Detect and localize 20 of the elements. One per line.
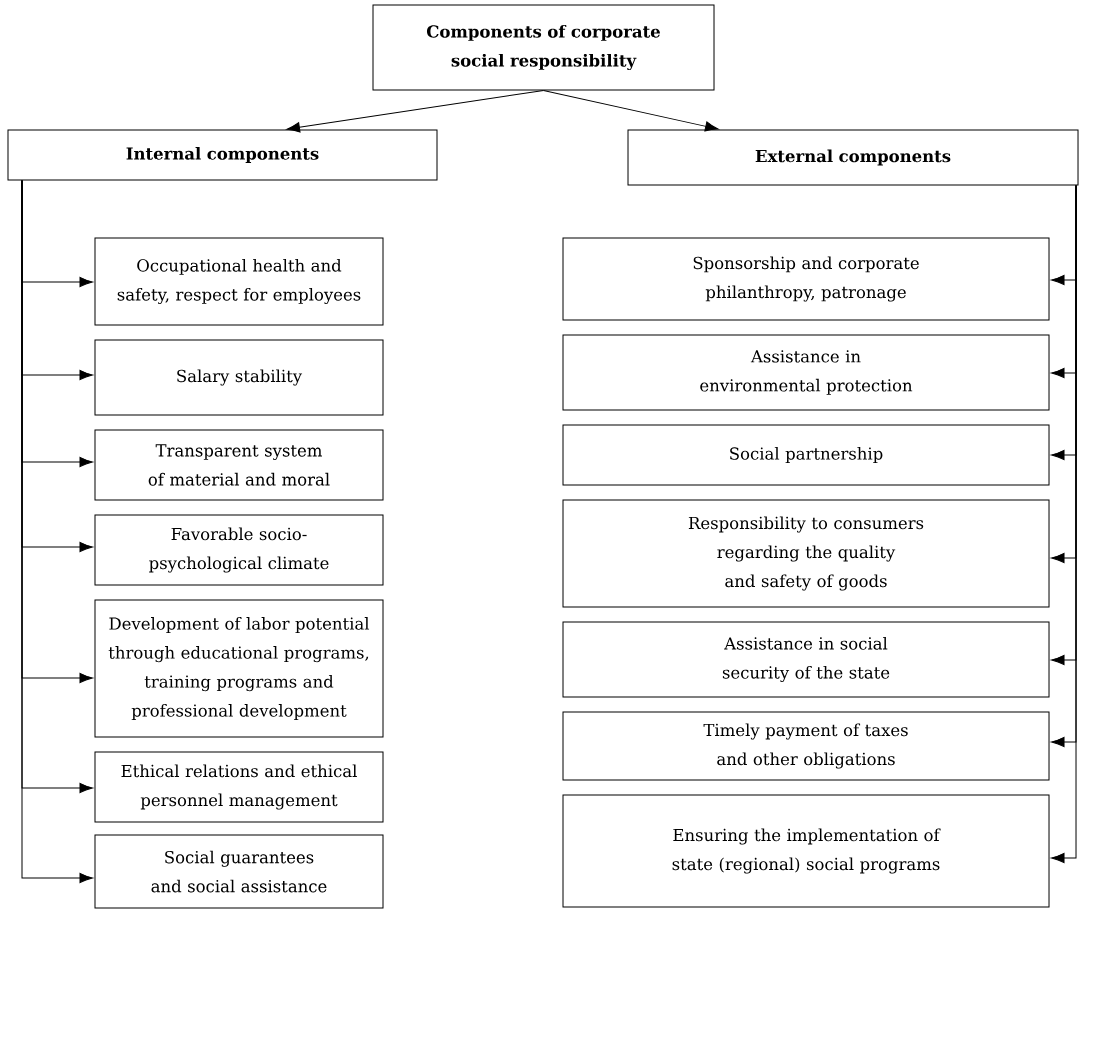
component-box: Responsibility to consumers regarding the quality and safety of goods xyxy=(562,499,1050,608)
component-box: Timely payment of taxes and other obligations xyxy=(562,711,1050,781)
component-box: Ensuring the implementation of state (regional) social programs xyxy=(562,794,1050,908)
component-box: Assistance in social security of the state xyxy=(562,621,1050,698)
component-box: Social guarantees and social assistance xyxy=(94,834,384,909)
component-box: Social partnership xyxy=(562,424,1050,486)
component-box: Ethical relations and ethical personnel management xyxy=(94,751,384,823)
component-box: Sponsorship and corporate philanthropy, patronage xyxy=(562,237,1050,321)
component-box: Development of labor potential through educational programs, training programs and professional development xyxy=(94,599,384,738)
arrow xyxy=(1051,185,1077,864)
component-box: Salary stability xyxy=(94,339,384,416)
component-box: Favorable socio-psychological climate xyxy=(94,514,384,586)
component-box: Transparent system of material and moral xyxy=(94,429,384,501)
component-box: Assistance in environmental protection xyxy=(562,334,1050,411)
component-box: Occupational health and safety, respect for employees xyxy=(94,237,384,326)
category-box: External components xyxy=(627,129,1079,186)
arrow xyxy=(286,90,544,133)
title-box: Components of corporate social responsibility xyxy=(372,4,715,91)
category-box: Internal components xyxy=(7,129,438,181)
arrow xyxy=(543,90,719,132)
